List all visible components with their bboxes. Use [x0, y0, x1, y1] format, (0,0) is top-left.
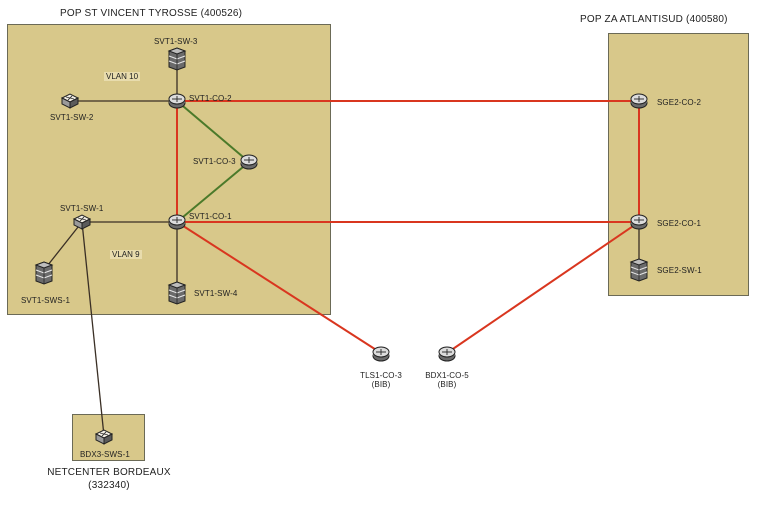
- stacked-switch-icon[interactable]: [629, 258, 649, 282]
- router-icon[interactable]: [167, 92, 187, 110]
- switch-icon[interactable]: [60, 92, 80, 110]
- router-icon[interactable]: [437, 345, 457, 363]
- router-icon[interactable]: [239, 153, 259, 171]
- link-sge2co1-bdx1co5: [446, 221, 640, 354]
- label-bdx3-sws-1: BDX3-SWS-1: [80, 450, 130, 459]
- stacked-switch-icon[interactable]: [167, 47, 187, 71]
- tls1-co-3-name: TLS1-CO-3: [360, 371, 402, 380]
- label-svt1-sw-2: SVT1-SW-2: [50, 113, 94, 122]
- link-co2-co3: [176, 100, 250, 163]
- label-sge2-co-1: SGE2-CO-1: [657, 219, 702, 228]
- zone-title-atlantisud: POP ZA ATLANTISUD (400580): [580, 14, 728, 25]
- zone-stvincent: [7, 24, 331, 315]
- link-sw1-sws1: [43, 221, 83, 271]
- netcenter-title-line2: (332340): [88, 480, 130, 491]
- zone-title-netcenter: NETCENTER BORDEAUX (332340): [38, 466, 180, 492]
- link-co3-co1: [176, 161, 250, 223]
- label-sge2-sw-1: SGE2-SW-1: [657, 266, 702, 275]
- label-svt1-sw-4: SVT1-SW-4: [194, 289, 238, 298]
- zone-title-stvincent: POP ST VINCENT TYROSSE (400526): [60, 8, 243, 19]
- switch-icon[interactable]: [94, 428, 114, 446]
- router-icon[interactable]: [371, 345, 391, 363]
- tls1-co-3-sub: (BIB): [371, 380, 391, 389]
- label-sge2-co-2: SGE2-CO-2: [657, 98, 702, 107]
- label-svt1-sw-1: SVT1-SW-1: [60, 204, 104, 213]
- vlan9-label: VLAN 9: [110, 250, 142, 259]
- switch-icon[interactable]: [72, 213, 92, 231]
- netcenter-title-line1: NETCENTER BORDEAUX: [47, 467, 171, 478]
- label-tls1-co-3: TLS1-CO-3 (BIB): [356, 371, 406, 389]
- label-svt1-co-1: SVT1-CO-1: [189, 212, 232, 221]
- link-sw1-bdx3sws1: [81, 221, 105, 437]
- label-bdx1-co-5: BDX1-CO-5 (BIB): [422, 371, 472, 389]
- zone-netcenter: [72, 414, 145, 461]
- bdx1-co-5-name: BDX1-CO-5: [425, 371, 469, 380]
- stacked-switch-icon[interactable]: [167, 281, 187, 305]
- vlan10-label: VLAN 10: [104, 72, 141, 81]
- bdx1-co-5-sub: (BIB): [437, 380, 457, 389]
- router-icon[interactable]: [167, 213, 187, 231]
- router-icon[interactable]: [629, 213, 649, 231]
- label-svt1-co-3: SVT1-CO-3: [193, 157, 236, 166]
- label-svt1-sw-3: SVT1-SW-3: [154, 37, 198, 46]
- zone-atlantisud: [608, 33, 749, 296]
- stacked-switch-icon[interactable]: [34, 261, 54, 285]
- link-co1-tls1co3: [176, 221, 382, 354]
- router-icon[interactable]: [629, 92, 649, 110]
- label-svt1-co-2: SVT1-CO-2: [189, 94, 232, 103]
- label-svt1-sws-1: SVT1-SWS-1: [21, 296, 71, 305]
